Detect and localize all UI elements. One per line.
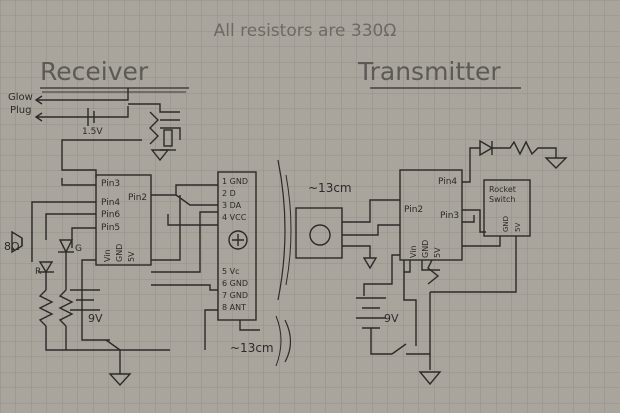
five-volt-label: 5V xyxy=(433,247,442,258)
pin2-label: Pin2 xyxy=(404,205,423,215)
antenna-length-label: ~13cm xyxy=(308,181,352,195)
gnd-label: GND xyxy=(115,244,124,262)
vin-label: Vin xyxy=(409,245,418,258)
rf-pin-label: 6 GND xyxy=(222,279,248,288)
gnd-label: GND xyxy=(421,240,430,258)
glow-plug-label: Plug xyxy=(10,105,32,116)
rf-transmitter-module xyxy=(295,207,343,259)
receiver-title: Receiver xyxy=(40,57,149,86)
glow-plug-label: Glow xyxy=(8,92,33,103)
receiver-arduino xyxy=(95,174,152,266)
rf-pin-label: 1 GND xyxy=(222,177,248,186)
pin4-label: Pin4 xyxy=(101,198,120,208)
led-green-label: G xyxy=(75,244,82,254)
five-volt-label: 5V xyxy=(127,251,136,262)
rf-pin-label: 8 ANT xyxy=(222,303,246,312)
pin4-label: Pin4 xyxy=(438,177,457,187)
pin3-label: Pin3 xyxy=(101,179,120,189)
battery-label: 9V xyxy=(384,312,399,325)
receiver-circuit xyxy=(11,88,292,387)
rf-pin-label: 3 DA xyxy=(222,201,242,210)
antenna-length-label: ~13cm xyxy=(230,341,274,355)
transmitter-arduino xyxy=(399,169,463,261)
resistor-note: All resistors are 330Ω xyxy=(214,21,397,41)
transmitter-labels: ~13cm Pin4 Pin2 Pin3 Vin GND 5V Rocket S… xyxy=(308,177,522,325)
switch-5v-label: 5V xyxy=(514,223,522,232)
receiver-labels: Glow Plug 1.5V Pin3 Pin2 Pin4 Pin6 Pin5 … xyxy=(4,92,274,355)
pin5-label: Pin5 xyxy=(101,223,120,233)
pin2-label: Pin2 xyxy=(128,193,147,203)
battery-label: 9V xyxy=(88,312,103,325)
led-red-label: R xyxy=(35,267,41,277)
rf-pin-label: 2 D xyxy=(222,189,236,198)
rocket-switch xyxy=(483,179,531,237)
switch-gnd-label: GND xyxy=(502,216,510,232)
transmitter-circuit xyxy=(295,139,568,386)
switch-label: Rocket xyxy=(489,185,516,194)
speaker-label: 8Ω xyxy=(4,240,19,253)
rf-receiver-module xyxy=(217,171,257,321)
small-battery-label: 1.5V xyxy=(82,127,103,137)
switch-label: Switch xyxy=(489,195,515,204)
rf-pin-label: 5 Vc xyxy=(222,267,240,276)
rf-pin-label: 7 GND xyxy=(222,291,248,300)
transmitter-title: Transmitter xyxy=(357,57,501,86)
rf-pin-label: 4 VCC xyxy=(222,213,247,222)
pin6-label: Pin6 xyxy=(101,210,120,220)
vin-label: Vin xyxy=(103,249,112,262)
pin3-label: Pin3 xyxy=(440,211,459,221)
